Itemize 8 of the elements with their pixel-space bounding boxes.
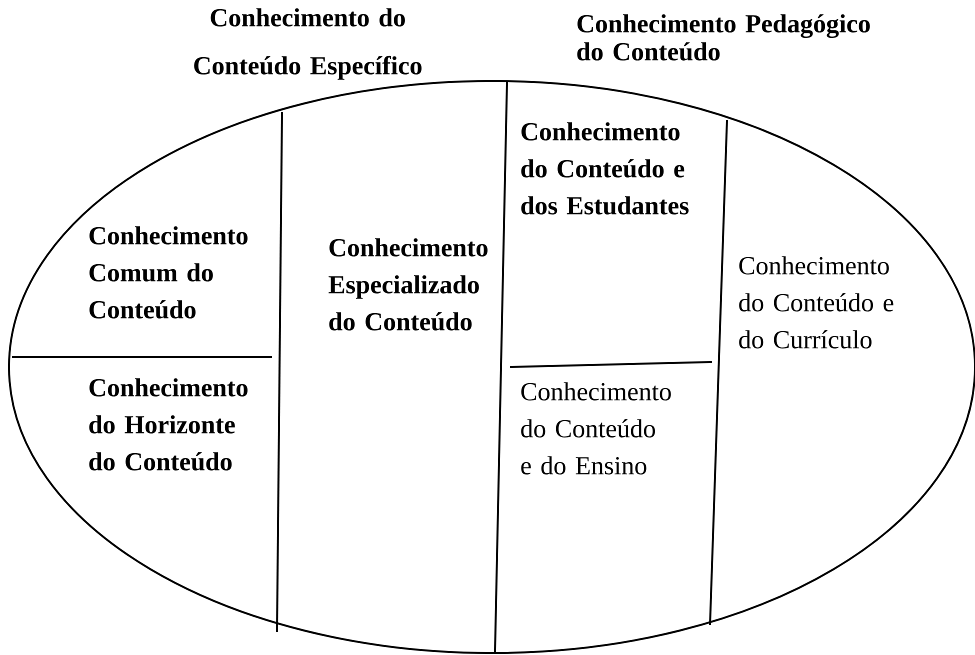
region-label: Conhecimento do Conteúdo e do Ensino: [521, 382, 671, 474]
section-heading: Conhecimento do Conteúdo Específico: [194, 8, 422, 80]
section-heading: Conhecimento Pedagógico do Conteúdo: [577, 14, 870, 61]
region-label: Conhecimento do Conteúdo e do Currículo: [739, 256, 894, 348]
region-label: Conhecimento do Horizonte do Conteúdo: [89, 378, 248, 471]
region-label: Conhecimento Comum do Conteúdo: [89, 226, 248, 319]
region-label: Conhecimento Especializado do Conteúdo: [328, 238, 488, 331]
region-label: Conhecimento do Conteúdo e dos Estudantes: [521, 122, 689, 215]
